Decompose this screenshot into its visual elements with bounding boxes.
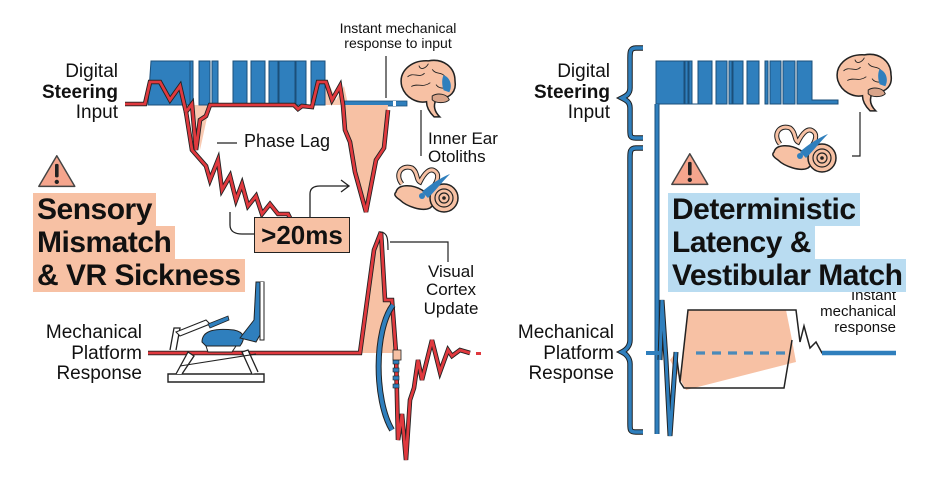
- right-inner-ear-icon: [773, 127, 836, 172]
- phase-lag-label: Phase Lag: [244, 131, 331, 151]
- latency-arrow: [309, 179, 351, 217]
- right-instant-annotation: Instant mechanical response: [820, 287, 896, 337]
- otoliths-label: Inner Ear Otoliths: [428, 129, 498, 167]
- left-instant-annotation: Instant mechanical response to input: [339, 20, 457, 52]
- left-platform-label: Mechanical Platform Response: [45, 322, 142, 385]
- visual-spike-fill: [360, 232, 396, 353]
- latency-badge: >20ms: [254, 217, 350, 253]
- left-title: Sensory Mismatch & VR Sickness: [33, 193, 245, 292]
- left-lag-fill: [343, 105, 388, 212]
- left-input-label: Digital Steering Input: [41, 61, 118, 124]
- left-inner-ear-icon: [395, 167, 458, 212]
- motion-simulator-seat-icon: [167, 281, 265, 383]
- platform-brace: [615, 145, 643, 435]
- latency-bracket: [229, 212, 254, 235]
- right-ear-pointer: [852, 112, 861, 157]
- right-platform-label: Mechanical Platform Response: [517, 322, 614, 385]
- left-brain-icon: [400, 59, 457, 118]
- input-brace: [615, 45, 643, 141]
- right-warning-icon: [671, 153, 709, 186]
- visual-cortex-label: Visual Cortex Update: [423, 262, 479, 318]
- right-title: Deterministic Latency & Vestibular Match: [668, 193, 907, 292]
- right-input-pulses: [655, 60, 839, 105]
- visual-cortex-pointer: [390, 241, 449, 262]
- right-response-envelope: [669, 309, 896, 427]
- right-input-label: Digital Steering Input: [533, 61, 610, 124]
- left-warning-icon: [38, 155, 76, 188]
- left-input-pulses: [147, 60, 326, 106]
- right-response-fill: [670, 310, 796, 390]
- right-brain-icon: [836, 53, 893, 112]
